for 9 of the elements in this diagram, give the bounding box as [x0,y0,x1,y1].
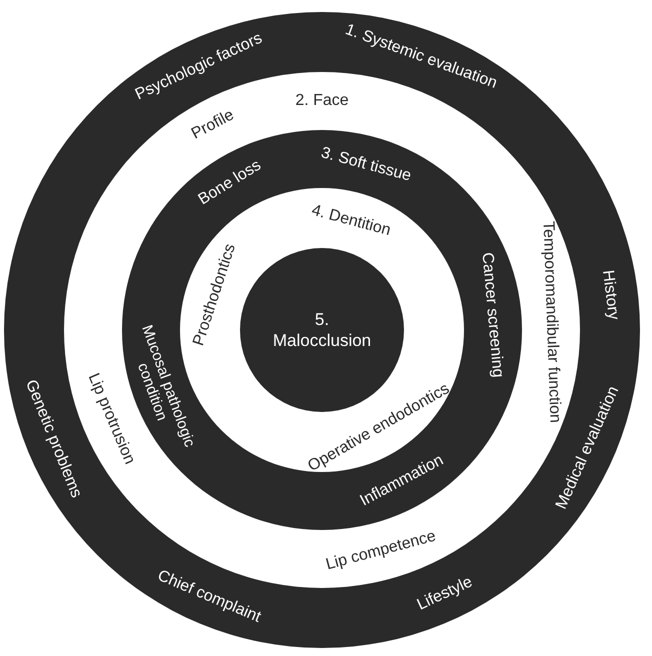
topic-label: Cancer screening [478,252,506,378]
topic-label: History [598,268,621,320]
topic-label: Temporomandibular function [539,220,562,424]
category-heading: 2. Face [295,93,349,109]
category-heading: 3. Soft tissue [320,145,413,184]
topic-label: Bone loss [196,158,264,209]
topic-label: Profile [189,107,237,143]
category-heading: 4. Dentition [310,202,392,240]
category-heading: 5. Malocclusion [272,308,372,352]
